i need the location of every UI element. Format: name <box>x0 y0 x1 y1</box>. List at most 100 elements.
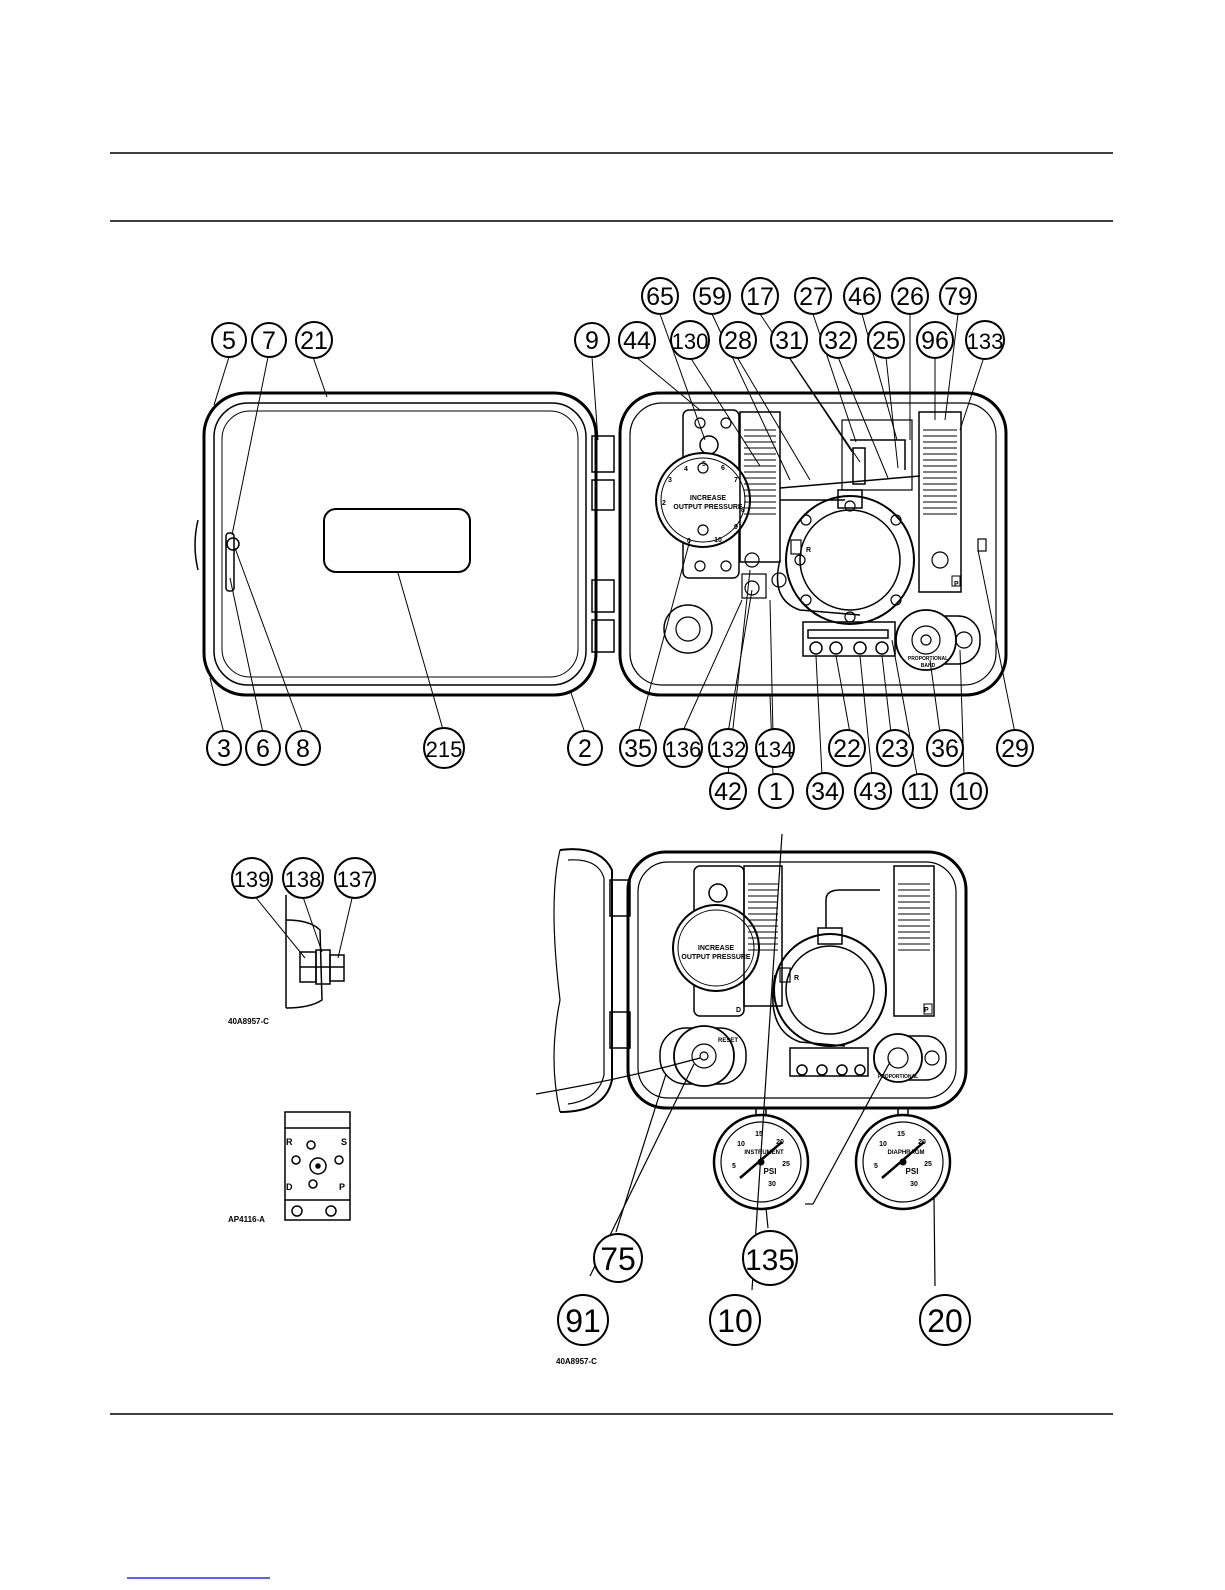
bottom-cover-partial <box>553 848 631 1113</box>
right-bellows <box>918 411 962 593</box>
svg-text:34: 34 <box>811 778 839 806</box>
svg-text:36: 36 <box>931 735 959 763</box>
svg-text:136: 136 <box>665 737 702 762</box>
callout: 65 <box>641 277 679 315</box>
svg-text:31: 31 <box>775 327 803 355</box>
callout: 133 <box>965 320 1005 360</box>
case-gasket-tab <box>977 538 987 552</box>
port-plate-letters: R S D P <box>286 1137 347 1192</box>
callout: 137 <box>334 857 376 899</box>
callout: 23 <box>876 729 914 767</box>
callout: 11 <box>902 773 938 809</box>
flapper-assembly <box>779 419 921 501</box>
left-bellows <box>739 411 781 563</box>
gauge-number: 30 <box>910 1181 918 1188</box>
dial-output-pressure-label: OUTPUT PRESSURE <box>681 954 751 961</box>
svg-text:132: 132 <box>710 737 747 762</box>
dial-number: 10 <box>714 537 722 544</box>
proportional-band-text: PROPORTIONAL BAND <box>908 656 948 669</box>
svg-text:44: 44 <box>623 327 651 355</box>
dial-output-pressure-label: OUTPUT PRESSURE <box>673 504 743 511</box>
callout: 36 <box>926 729 964 767</box>
gauge-number: 30 <box>768 1181 776 1188</box>
psi-label: PSI <box>906 1167 919 1176</box>
callout: 130 <box>670 320 710 360</box>
drawing-code-fitting: 40A8957-C <box>228 1017 269 1026</box>
callout: 139 <box>231 857 273 899</box>
svg-text:139: 139 <box>234 867 271 892</box>
port-letter-d: D <box>736 1007 741 1014</box>
callout: 91 <box>557 1294 609 1346</box>
callout: 34 <box>806 772 844 810</box>
callout: 7 <box>251 322 287 358</box>
svg-text:11: 11 <box>907 778 933 806</box>
leader-lines-bottom <box>535 833 936 1291</box>
callout: 44 <box>618 321 656 359</box>
port-letter-p: P <box>924 1007 929 1014</box>
callout: 135 <box>742 1230 798 1286</box>
instrument-gauge-text: INSTRUMENT PSI 5 10 15 20 25 30 <box>732 1131 790 1188</box>
svg-text:10: 10 <box>955 778 983 806</box>
bottom-case-body <box>626 850 968 1110</box>
svg-text:65: 65 <box>646 283 674 311</box>
svg-text:26: 26 <box>896 283 924 311</box>
gauge-number: 10 <box>879 1141 887 1148</box>
reset-knob <box>659 1025 747 1087</box>
svg-text:35: 35 <box>624 735 652 763</box>
callout: 20 <box>919 1294 971 1346</box>
reset-label: RESET <box>718 1038 738 1044</box>
port-plate-detail <box>284 1111 351 1221</box>
callout: 8 <box>285 730 321 766</box>
callout: 26 <box>891 277 929 315</box>
callout: 10 <box>950 772 988 810</box>
callout: 29 <box>996 729 1034 767</box>
drawing-code-bottom: 40A8957-C <box>556 1357 597 1366</box>
callout: 21 <box>295 321 333 359</box>
callout: 59 <box>693 277 731 315</box>
dial-number: 0 <box>687 538 691 545</box>
svg-text:1: 1 <box>769 778 783 806</box>
callout: 2 <box>567 730 603 766</box>
relay-housing <box>776 489 915 625</box>
svg-text:20: 20 <box>927 1303 963 1339</box>
leader-lines-top <box>209 313 1016 776</box>
fitting-detail <box>285 895 345 1009</box>
svg-text:79: 79 <box>944 283 972 311</box>
callout: 1 <box>758 773 794 809</box>
callout: 35 <box>619 729 657 767</box>
svg-text:9: 9 <box>585 327 599 355</box>
svg-text:6: 6 <box>256 735 270 763</box>
manifold-block <box>802 621 896 657</box>
callout: 134 <box>755 728 795 768</box>
gauge-number: 20 <box>918 1139 926 1146</box>
callout: 3 <box>206 730 242 766</box>
callout: 22 <box>828 729 866 767</box>
port-letter-r: R <box>806 547 811 554</box>
callout: 132 <box>708 728 748 768</box>
svg-text:22: 22 <box>833 735 861 763</box>
cover-latch <box>225 532 235 592</box>
callouts-bottom: 75 135 91 10 20 <box>557 1230 971 1346</box>
callout: 75 <box>593 1233 643 1283</box>
svg-text:23: 23 <box>881 735 909 763</box>
callout: 25 <box>867 321 905 359</box>
dial-increase-label: INCREASE <box>690 495 727 502</box>
gauge-number: 5 <box>732 1163 736 1170</box>
svg-text:75: 75 <box>600 1241 636 1277</box>
callout: 32 <box>819 321 857 359</box>
svg-text:215: 215 <box>426 737 463 762</box>
drawing-code-port-plate: AP4116-A <box>228 1215 265 1224</box>
proportional-label: PROPORTIONAL <box>908 656 948 662</box>
gauge-number: 10 <box>737 1141 745 1148</box>
callout: 136 <box>663 728 703 768</box>
svg-text:134: 134 <box>757 737 794 762</box>
callout: 28 <box>719 321 757 359</box>
svg-text:133: 133 <box>967 329 1004 354</box>
bottom-right-bellows <box>893 865 935 1017</box>
callout: 17 <box>741 277 779 315</box>
svg-text:17: 17 <box>746 283 774 311</box>
svg-text:59: 59 <box>698 283 726 311</box>
callout: 46 <box>843 277 881 315</box>
dial-number: 2 <box>662 500 666 507</box>
